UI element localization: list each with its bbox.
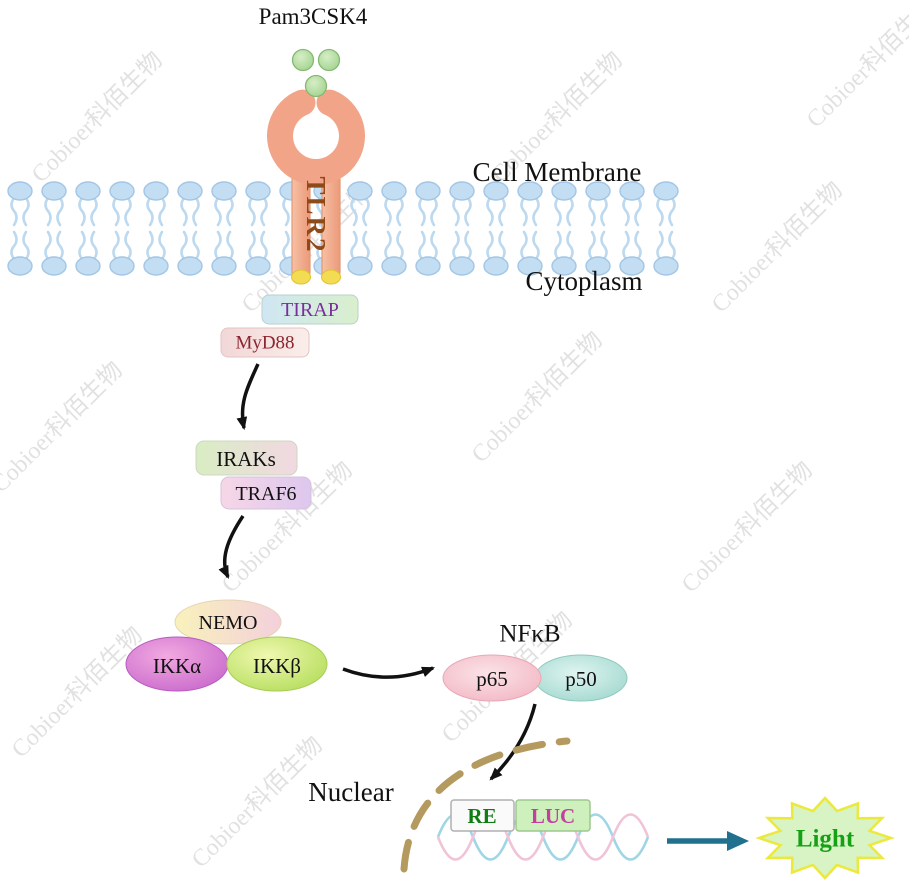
cell-membrane-bilayer	[3, 181, 679, 276]
ligand-ball	[304, 74, 328, 98]
reporter-construct: RE LUC	[450, 799, 591, 832]
arrow-myd88-to-iraks	[236, 363, 260, 431]
nuclear-membrane-arc	[400, 737, 571, 873]
myd88-node: MyD88	[220, 327, 310, 358]
re-label: RE	[467, 804, 496, 828]
traf6-box	[220, 476, 312, 510]
nemo-ellipse	[174, 599, 282, 645]
arrow-traf6-to-ikk	[218, 515, 245, 579]
nemo-label: NEMO	[199, 612, 258, 634]
arrow-nfkb-to-nucleus	[489, 703, 537, 781]
light-label: Light	[796, 826, 855, 853]
iraks-label: IRAKs	[216, 447, 276, 471]
tlr2-tir-dot-left	[291, 269, 311, 285]
pam3csk4-ligand: Pam3CSK4	[259, 4, 368, 98]
re-box	[450, 799, 515, 832]
myd88-label: MyD88	[235, 333, 294, 354]
traf6-label: TRAF6	[235, 483, 296, 505]
cell-membrane-label: Cell Membrane	[473, 157, 642, 187]
p50-label: p50	[565, 667, 597, 691]
pam3csk4-label: Pam3CSK4	[259, 4, 368, 29]
tlr2-tir-dot-right	[321, 269, 341, 285]
p65-ellipse	[442, 654, 542, 702]
ikk-complex: NEMO IKKα IKKβ	[125, 599, 328, 692]
ligand-ball	[317, 48, 341, 72]
tirap-box	[261, 294, 359, 325]
nuclear-label: Nuclear	[308, 777, 393, 807]
tirap-node: TIRAP	[261, 294, 359, 325]
tirap-label: TIRAP	[281, 299, 339, 321]
light-burst: Light	[755, 796, 895, 880]
dna-helix	[436, 813, 650, 861]
luc-box	[515, 799, 591, 832]
tlr2-ectodomain	[267, 89, 365, 185]
iraks-box	[195, 440, 298, 476]
p65-label: p65	[476, 667, 508, 691]
myd88-box	[220, 327, 310, 358]
nfkb-label: NFκB	[499, 621, 560, 648]
tlr2-label: TLR2	[301, 176, 331, 253]
nfkb-complex: NFκB p65 p50	[442, 621, 628, 702]
ikka-label: IKKα	[153, 654, 201, 678]
starburst-shape	[755, 796, 895, 880]
arrow-ikk-to-nfkb	[342, 666, 436, 679]
traf6-node: TRAF6	[220, 476, 312, 510]
luc-label: LUC	[531, 804, 575, 828]
iraks-node: IRAKs	[195, 440, 298, 476]
cytoplasm-label: Cytoplasm	[525, 266, 642, 296]
teal-arrow-head	[727, 831, 749, 851]
dna-strand-pink	[436, 813, 650, 861]
ikkb-label: IKKβ	[253, 654, 301, 678]
arrow-to-light	[667, 831, 749, 851]
tlr2-receptor: TLR2	[267, 89, 365, 285]
ikkb-ellipse	[226, 636, 328, 692]
ligand-ball	[291, 48, 315, 72]
